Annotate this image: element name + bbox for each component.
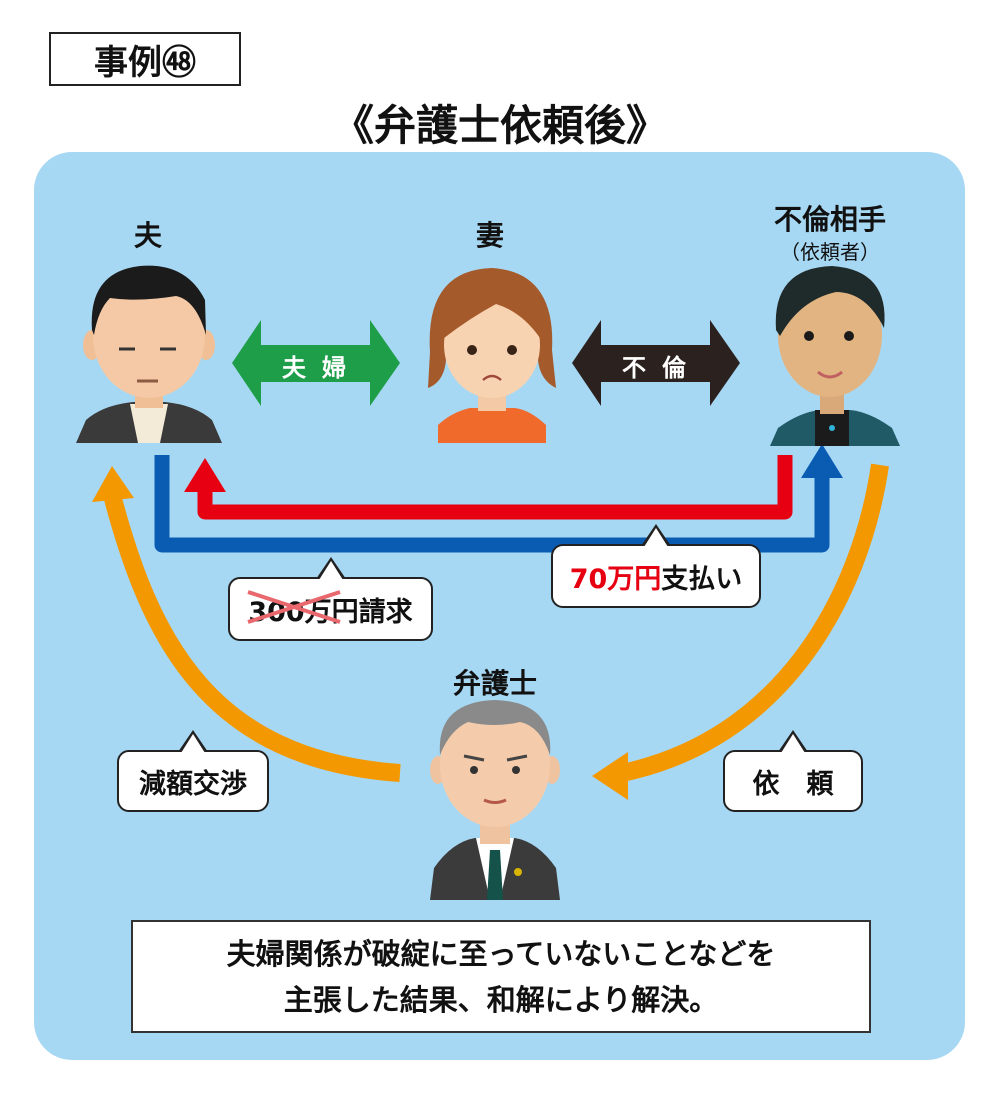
request-text: 依 頼 — [752, 768, 834, 800]
wife-label: 妻 — [475, 219, 504, 252]
bubble-tail — [641, 524, 671, 547]
conclusion-line-2: 主張した結果、和解により解決。 — [283, 982, 719, 1017]
payment-bubble: 70万円 支払い — [551, 524, 761, 608]
husband-figure — [76, 265, 222, 443]
partner-figure — [770, 266, 900, 446]
strike-mark — [247, 589, 341, 624]
affair-arrow-label: 不倫 — [622, 354, 702, 382]
payment-amount: 70万円 — [569, 563, 662, 595]
claim-suffix: 請求 — [358, 596, 413, 628]
bubble-tail — [178, 730, 208, 753]
bubble-tail — [778, 730, 808, 753]
claim-arrow-head — [801, 444, 843, 478]
lawyer-figure — [430, 700, 560, 900]
negotiation-bubble: 減額交渉 — [117, 730, 269, 812]
negotiation-arrow — [103, 492, 401, 782]
claim-bubble: 300万円 請求 — [228, 557, 433, 641]
affair-arrow — [572, 320, 740, 406]
partner-label: 不倫相手 — [773, 203, 886, 236]
couple-arrow — [232, 320, 400, 406]
request-bubble: 依 頼 — [723, 730, 863, 812]
case-label: 事例㊽ — [49, 32, 241, 86]
claim-arrow — [154, 455, 830, 553]
request-arrow — [620, 463, 889, 782]
payment-suffix: 支払い — [661, 563, 743, 595]
payment-arrow-head — [184, 458, 226, 492]
partner-sublabel: （依頼者） — [780, 240, 880, 264]
payment-arrow — [197, 455, 793, 520]
request-arrow-head — [592, 752, 628, 800]
conclusion-line-1: 夫婦関係が破綻に至っていないことなどを — [226, 936, 776, 971]
page-title: 《弁護士依頼後》 — [331, 101, 668, 150]
negotiation-text: 減額交渉 — [139, 768, 247, 800]
lawyer-label: 弁護士 — [452, 667, 537, 700]
husband-label: 夫 — [133, 219, 162, 252]
wife-figure — [428, 268, 556, 443]
bubble-tail — [315, 557, 346, 580]
couple-arrow-label: 夫婦 — [282, 354, 362, 382]
conclusion-box: 夫婦関係が破綻に至っていないことなどを 主張した結果、和解により解決。 — [131, 920, 871, 1033]
struck-amount: 300万円 — [247, 589, 359, 629]
negotiation-arrow-head — [92, 466, 134, 502]
